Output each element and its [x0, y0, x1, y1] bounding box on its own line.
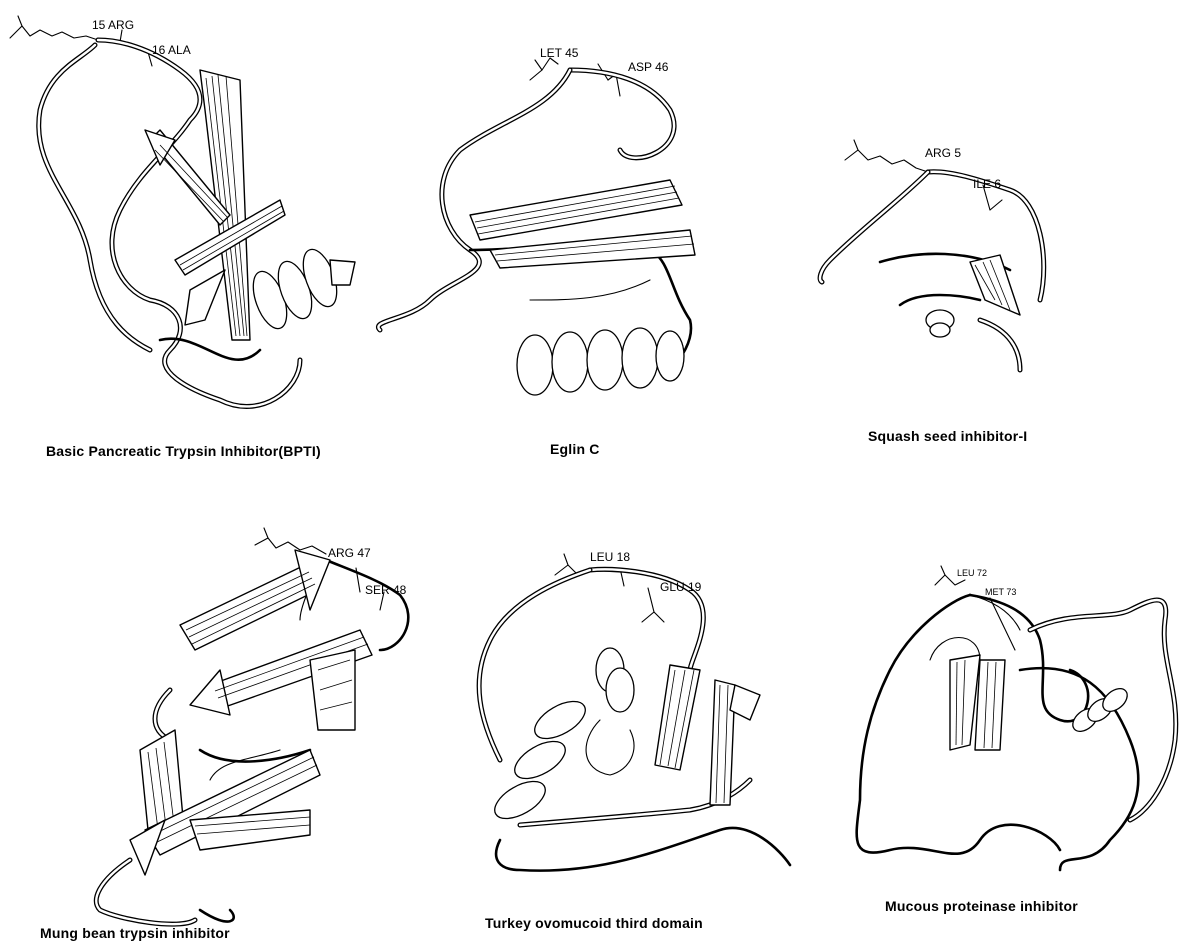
residue-label-1: LEU 18 — [590, 550, 630, 564]
caption-mucous: Mucous proteinase inhibitor — [885, 898, 1078, 914]
residue-label-2: GLU 19 — [660, 580, 701, 594]
residue-label-1: 15 ARG — [92, 18, 134, 32]
panel-mung-bean: ARG 47 SER 48 Mung bean trypsin inhibito… — [0, 520, 460, 945]
eglin-beta-sheet — [470, 180, 695, 268]
mucous-structure-drawing — [830, 540, 1183, 945]
residue-label-2: 16 ALA — [152, 43, 191, 57]
caption-squash: Squash seed inhibitor-I — [868, 428, 1027, 444]
mucous-beta-strands — [950, 655, 1005, 750]
bpti-structure-drawing — [0, 0, 380, 470]
caption-bpti: Basic Pancreatic Trypsin Inhibitor(BPTI) — [46, 443, 321, 459]
panel-squash: ARG 5 ILE 6 Squash seed inhibitor-I — [780, 0, 1140, 470]
bpti-alpha-helix — [247, 245, 355, 333]
residue-label-2: SER 48 — [365, 583, 406, 597]
panel-bpti: 15 ARG 16 ALA Basic Pancreatic Trypsin I… — [0, 0, 380, 470]
residue-label-1: ARG 5 — [925, 146, 961, 160]
mung-beta-strands — [130, 550, 372, 875]
turkey-structure-drawing — [460, 520, 800, 945]
caption-eglin-c: Eglin C — [550, 441, 600, 457]
caption-mung-bean: Mung bean trypsin inhibitor — [40, 925, 230, 941]
panel-mucous: LEU 72 MET 73 Mucous proteinase inhibito… — [830, 540, 1183, 945]
caption-turkey: Turkey ovomucoid third domain — [485, 915, 703, 931]
residue-label-1: LEU 72 — [957, 568, 987, 578]
eglin-alpha-helix — [517, 328, 684, 395]
squash-beta-strand — [900, 255, 1020, 337]
residue-label-2: MET 73 — [985, 587, 1016, 597]
panel-eglin-c: LET 45 ASP 46 Eglin C — [370, 0, 720, 470]
residue-label-1: LET 45 — [540, 46, 578, 60]
panel-turkey: LEU 18 GLU 19 Turkey ovomucoid third dom… — [460, 520, 800, 945]
residue-label-2: ASP 46 — [628, 60, 668, 74]
squash-structure-drawing — [780, 0, 1140, 470]
turkey-alpha-helix — [489, 648, 634, 826]
residue-label-1: ARG 47 — [328, 546, 371, 560]
residue-label-2: ILE 6 — [973, 177, 1001, 191]
